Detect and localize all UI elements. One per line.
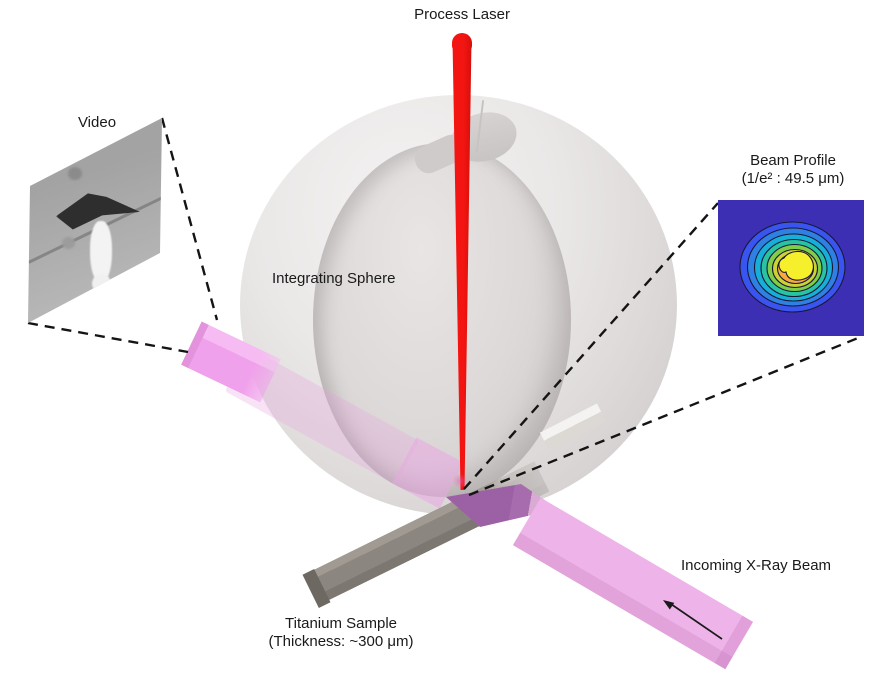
keyhole-bottom-bubble — [92, 274, 111, 293]
laser-focus-glow — [452, 474, 468, 488]
video-connector-bottom — [27, 321, 189, 354]
video-inset — [28, 118, 162, 323]
radiograph-background — [28, 118, 162, 323]
pore-spot — [62, 237, 75, 249]
incoming-xray-label: Incoming X-Ray Beam — [680, 557, 832, 574]
pore-spot — [68, 167, 82, 180]
beam-profile-subtitle: (1/e² : 49.5 μm) — [741, 170, 845, 187]
beam-profile-plot — [718, 200, 864, 336]
beam-profile-title: Beam Profile — [750, 152, 836, 169]
keyhole-bright-region — [90, 221, 112, 283]
titanium-sample-label: Titanium Sample — [285, 615, 397, 632]
incoming-xray-beam — [512, 497, 754, 670]
process-laser-label: Process Laser — [414, 6, 510, 23]
video-connector-top — [160, 117, 219, 321]
integrating-sphere-label: Integrating Sphere — [272, 270, 396, 287]
video-label: Video — [77, 114, 117, 131]
titanium-thickness-label: (Thickness: ~300 μm) — [268, 633, 414, 650]
beam-profile-peak — [778, 250, 814, 281]
process-laser-beam-top — [452, 33, 472, 51]
